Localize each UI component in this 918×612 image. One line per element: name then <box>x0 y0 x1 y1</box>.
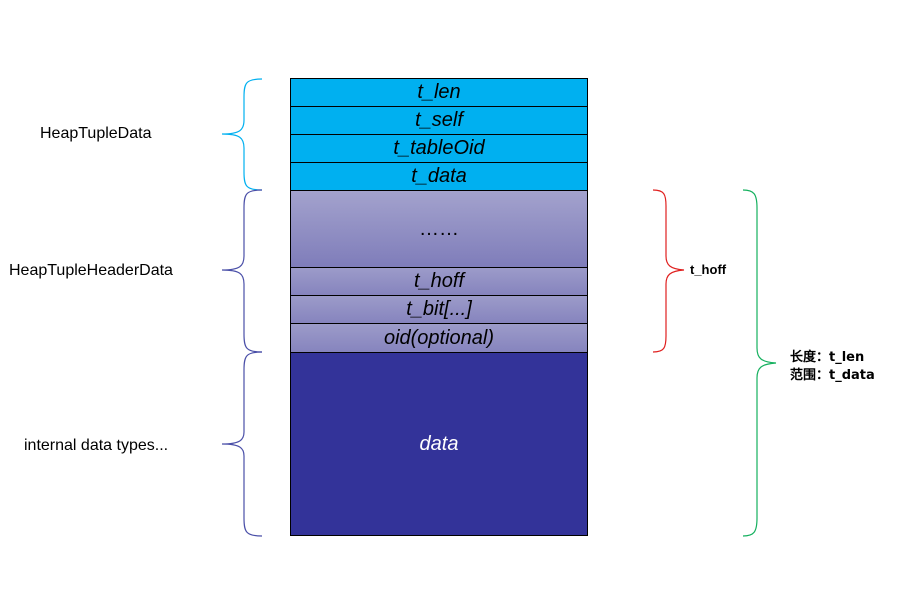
field-oid-label: oid(optional) <box>383 326 495 349</box>
field-data-label: data <box>419 432 459 455</box>
t-hoff-brace <box>652 189 685 353</box>
heap-tuple-header-data-label: HeapTupleHeaderData <box>9 262 173 279</box>
heap-tuple-data-label: HeapTupleData <box>40 125 152 142</box>
field-t-tableoid: t_tableOid <box>290 134 588 163</box>
internal-data-types-label: internal data types... <box>24 437 169 454</box>
field-t-tableoid-label: t_tableOid <box>393 137 485 159</box>
range-note: 范围：t_data <box>790 368 875 383</box>
heap-tuple-data-brace <box>221 78 263 191</box>
field-t-hoff-label: t_hoff <box>413 270 465 292</box>
field-t-bit-label: t_bit[...] <box>406 298 472 320</box>
field-t-data-label: t_data <box>411 165 467 187</box>
field-t-bit: t_bit[...] <box>290 295 588 324</box>
heap-tuple-header-brace <box>221 189 263 353</box>
length-note: 长度：t_len <box>790 350 865 365</box>
field-t-len: t_len <box>290 78 588 107</box>
field-t-len-label: t_len <box>417 81 461 103</box>
field-t-hoff: t_hoff <box>290 267 588 296</box>
t-hoff-brace-label: t_hoff <box>690 262 727 277</box>
field-header-ellipsis: …… <box>290 190 588 268</box>
total-length-brace <box>742 189 777 537</box>
field-t-self-label: t_self <box>415 109 463 131</box>
internal-data-brace <box>221 351 263 537</box>
field-data: data <box>290 352 588 536</box>
field-header-ellipsis-label: …… <box>419 217 459 240</box>
